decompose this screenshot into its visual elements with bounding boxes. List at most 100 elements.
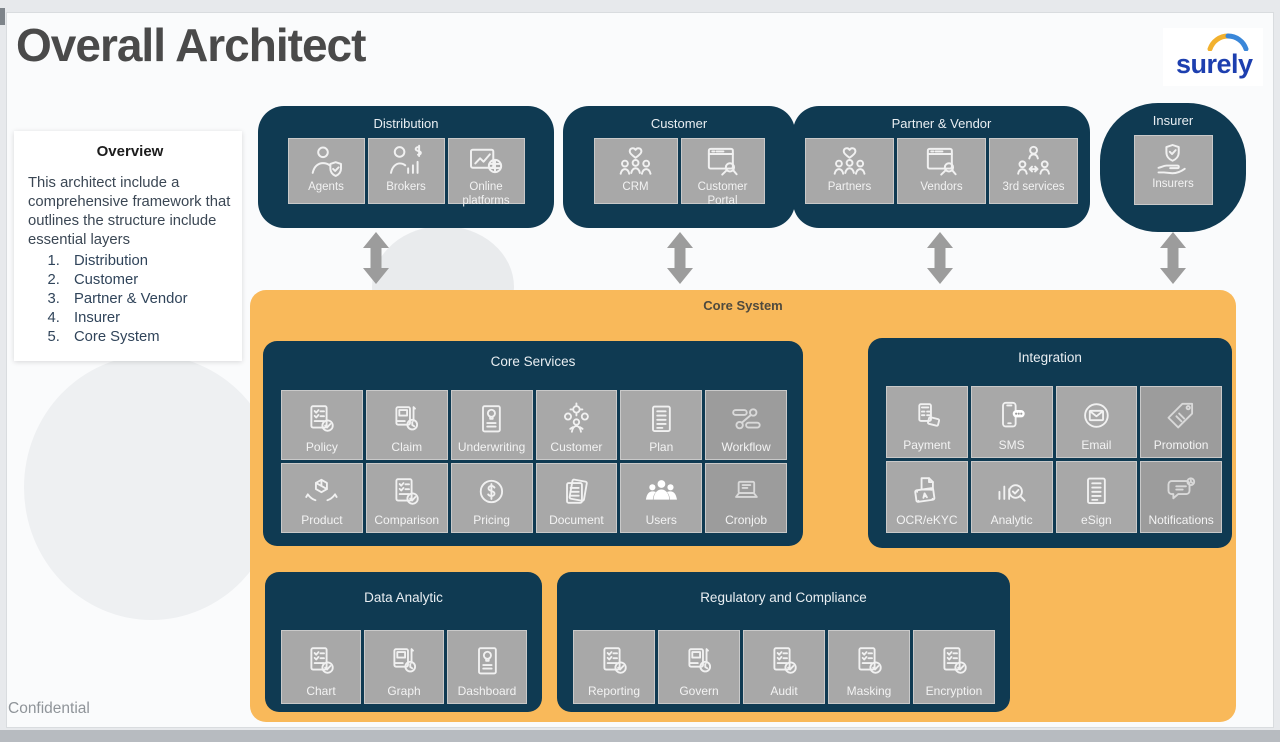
tile-icon-wrap: [829, 631, 909, 684]
tile-product: Product: [281, 463, 363, 533]
tile-label: Policy: [305, 440, 338, 454]
section-title: Core Services: [490, 354, 576, 369]
overview-list-item: Core System: [64, 328, 232, 347]
confidential-label: Confidential: [8, 700, 90, 717]
tile-icon-wrap: [537, 391, 617, 440]
tile-insurers: Insurers: [1133, 135, 1213, 205]
doc-bulb-icon: [482, 404, 501, 432]
tile-icon-wrap: [621, 391, 701, 440]
tile-partners: Partners: [805, 138, 894, 204]
tile-label: Masking: [846, 684, 892, 698]
ocr-card-icon: [914, 476, 936, 503]
tile-graph: Graph: [364, 630, 444, 704]
tile-label: Promotion: [1153, 438, 1209, 452]
tile-icon-wrap: [744, 631, 824, 684]
hand-shield-icon: [1157, 144, 1187, 175]
tile-label: Payment: [903, 438, 951, 452]
checklist-shield-icon: [310, 646, 334, 674]
tile-label: Pricing: [473, 513, 510, 527]
tile-icon-wrap: [365, 631, 443, 684]
tile-icon-wrap: [806, 142, 893, 178]
tile-label: CRM: [622, 181, 649, 193]
tile-label: Comparison: [374, 513, 440, 527]
overview-list-item: Partner & Vendor: [64, 290, 232, 309]
tile-icon-wrap: [289, 142, 364, 178]
group-insurer: Insurer Insurers: [1100, 103, 1246, 232]
tile-encryption: Encryption: [913, 630, 995, 704]
tile-analytic: Analytic: [970, 461, 1053, 533]
tile-label: Email: [1081, 438, 1112, 452]
tile-icon-wrap: [574, 631, 654, 684]
tile-label: SMS: [998, 438, 1025, 452]
tile-icon-wrap: [452, 464, 532, 513]
tile-vendors: Vendors: [897, 138, 986, 204]
core-system-panel: Core System Core Services Policy Claim Und…: [250, 290, 1236, 722]
core-system-title: Core System: [703, 298, 783, 313]
tile-icon-wrap: [887, 387, 967, 438]
tile-icon-wrap: [282, 464, 362, 513]
tile-crm: CRM: [593, 138, 678, 204]
broker-chart-icon: [390, 144, 423, 174]
tile-label: Claim: [391, 440, 423, 454]
chat-notify-icon: [1167, 476, 1195, 499]
doc-bulb-icon: [477, 646, 497, 674]
tile-label: Customer: [550, 440, 603, 454]
tile-brokers: Brokers: [367, 138, 445, 204]
tile-icon-wrap: [972, 462, 1052, 513]
tile-underwriting: Underwriting: [450, 390, 533, 460]
tile-icon-wrap: [972, 387, 1052, 438]
online-platforms-icon: [470, 148, 503, 174]
tile-promotion: Promotion: [1140, 386, 1222, 458]
double-arrow-icon: [363, 232, 389, 284]
tile-esign: eSign: [1055, 461, 1138, 533]
invoice-clock-icon: [393, 647, 416, 672]
payment-terminal-icon: [918, 402, 941, 427]
group-title: Partner & Vendor: [891, 116, 992, 131]
tile-users: Users: [620, 463, 703, 533]
page-title: Overall Architect: [16, 19, 366, 71]
tile-icon-wrap: [449, 142, 524, 178]
promo-tag-icon: [1167, 402, 1193, 428]
tile-plan: Plan: [620, 390, 703, 460]
tile-icon-wrap: [659, 631, 739, 684]
tile-label: Workflow: [721, 440, 771, 454]
tile-label: Encryption: [925, 684, 983, 698]
tile-label: Document: [549, 513, 604, 527]
tile-3rd-services: 3rd services: [989, 138, 1078, 204]
tile-label: Analytic: [990, 513, 1033, 527]
tile-payment: Payment: [886, 386, 968, 458]
checklist-shield-icon: [773, 646, 797, 674]
tile-label: Vendors: [920, 181, 963, 193]
tile-label: Notifications: [1148, 513, 1214, 527]
tile-chart: Chart: [281, 630, 361, 704]
tile-label: Underwriting: [457, 440, 526, 454]
tile-icon-wrap: [887, 462, 967, 513]
window-edge-notch: [0, 8, 5, 25]
surely-logo: surely: [1163, 28, 1263, 86]
section-core-services: Core Services Policy Claim Underwriting Cus…: [263, 341, 803, 546]
portal-browser-icon: [926, 147, 957, 176]
invoice-clock-icon: [688, 647, 711, 672]
tile-label: Online platforms: [462, 181, 510, 207]
tile-icon-wrap: [1057, 387, 1137, 438]
laptop-icon: [734, 480, 758, 498]
tile-label: Partners: [827, 181, 872, 193]
overview-list: DistributionCustomerPartner & VendorInsu…: [28, 252, 232, 347]
tile-label: Product: [301, 513, 343, 527]
tile-label: Chart: [306, 684, 336, 698]
flow-arrow-partner-vendor: [925, 232, 955, 284]
tile-label: eSign: [1081, 513, 1112, 527]
tile-audit: Audit: [743, 630, 825, 704]
tile-reporting: Reporting: [573, 630, 655, 704]
tile-govern: Govern: [658, 630, 740, 704]
users-solid-icon: [645, 479, 677, 500]
checklist-shield-icon: [603, 646, 627, 674]
tile-label: Graph: [387, 684, 421, 698]
tile-masking: Masking: [828, 630, 910, 704]
checklist-shield-icon: [858, 646, 882, 674]
